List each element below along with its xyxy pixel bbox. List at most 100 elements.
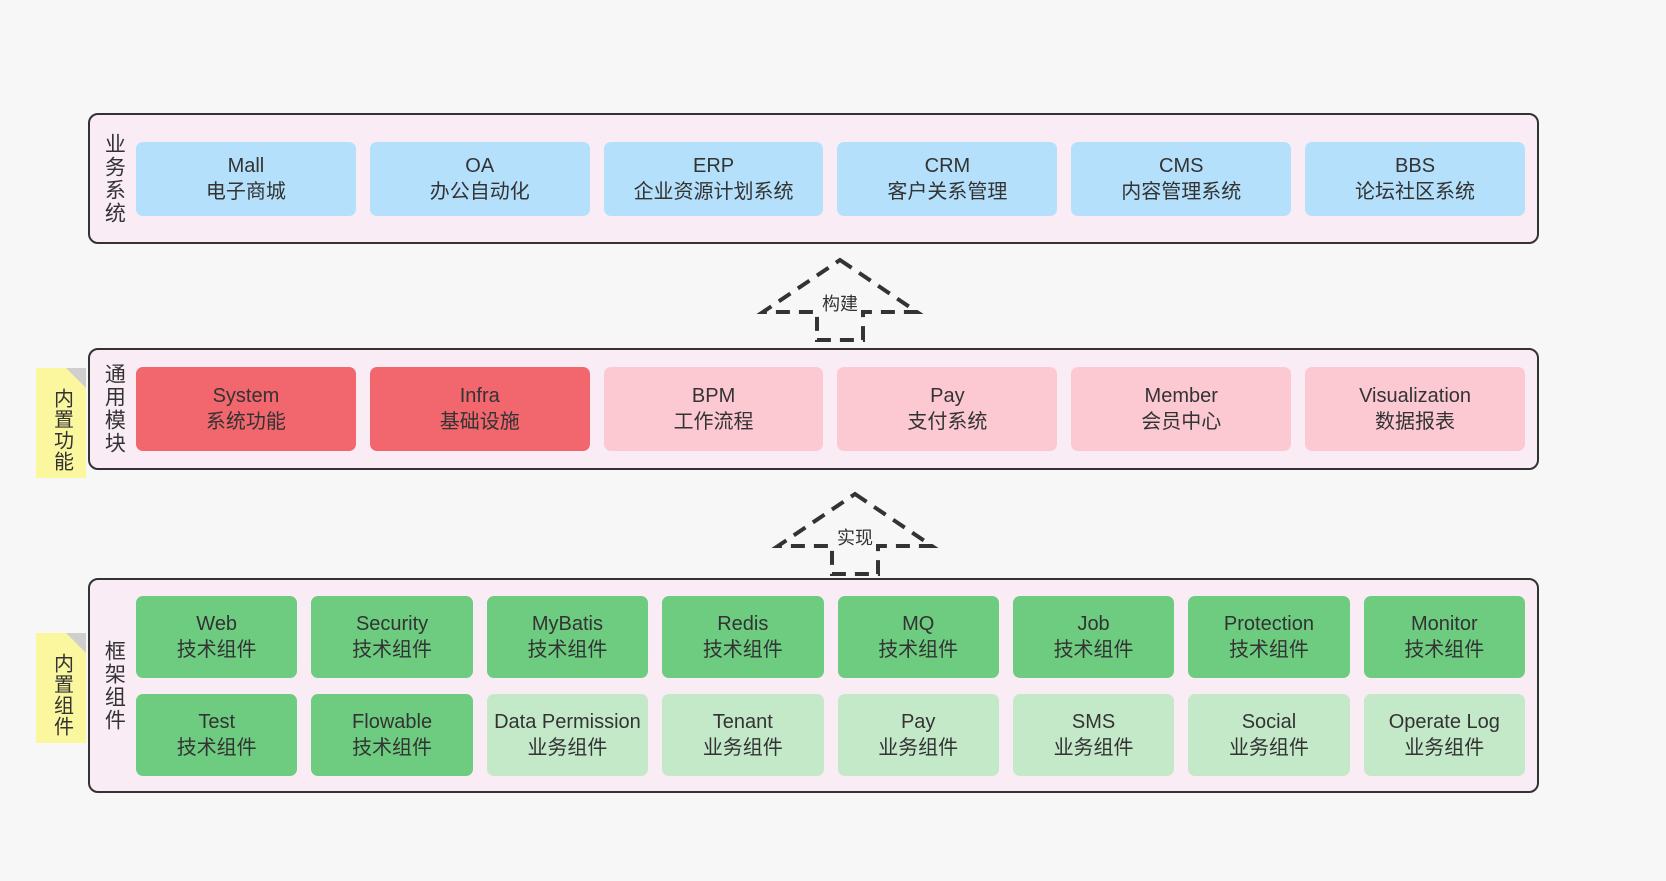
box-mq[interactable]: MQ 技术组件: [837, 595, 999, 678]
box-monitor-subtitle: 技术组件: [1404, 638, 1485, 661]
box-infra-title: Infra: [459, 385, 500, 407]
box-bpm-subtitle: 工作流程: [673, 411, 754, 433]
box-visualization[interactable]: Visualization 数据报表: [1305, 367, 1525, 451]
box-social[interactable]: Social 业务组件: [1188, 693, 1350, 776]
box-pay-component-title: Pay: [900, 710, 936, 733]
box-protection-subtitle: 技术组件: [1228, 638, 1309, 661]
box-mybatis-subtitle: 技术组件: [527, 638, 608, 661]
box-redis-subtitle: 技术组件: [702, 638, 783, 661]
box-crm[interactable]: CRM 客户关系管理: [837, 141, 1058, 216]
implement-arrow-icon: [771, 491, 939, 576]
framework-business-row: Test 技术组件 Flowable 技术组件 Data Permission …: [136, 693, 1525, 776]
layer-framework-component-label: 框架组件: [102, 639, 126, 732]
box-erp[interactable]: ERP 企业资源计划系统: [603, 141, 824, 216]
box-operate-log[interactable]: Operate Log 业务组件: [1363, 693, 1525, 776]
box-system-subtitle: 系统功能: [205, 411, 286, 433]
common-module-row: System 系统功能 Infra 基础设施 BPM 工作流程 Pay 支付系统…: [136, 367, 1525, 451]
box-web[interactable]: Web 技术组件: [136, 595, 298, 678]
box-erp-title: ERP: [693, 154, 735, 177]
layer-business-system-label: 业务系统: [102, 132, 126, 225]
box-test[interactable]: Test 技术组件: [136, 693, 298, 776]
box-pay-module[interactable]: Pay 支付系统: [837, 367, 1058, 451]
box-job[interactable]: Job 技术组件: [1012, 595, 1175, 678]
box-web-title: Web: [196, 612, 238, 635]
note-builtin-function-label: 内置功能: [50, 388, 73, 472]
connector-build: 构建: [756, 256, 924, 342]
box-flowable-title: Flowable: [352, 710, 433, 733]
box-flowable[interactable]: Flowable 技术组件: [311, 693, 473, 776]
box-cms-subtitle: 内容管理系统: [1121, 180, 1242, 203]
box-crm-title: CRM: [924, 154, 971, 177]
box-oa[interactable]: OA 办公自动化: [369, 141, 590, 216]
box-tenant-title: Tenant: [712, 710, 773, 733]
box-monitor[interactable]: Monitor 技术组件: [1363, 595, 1525, 678]
box-pay-component[interactable]: Pay 业务组件: [837, 693, 999, 776]
box-mq-title: MQ: [902, 612, 935, 635]
layer-framework-component: 框架组件 Web 技术组件 Security 技术组件 MyBatis 技术组件…: [88, 578, 1539, 793]
box-social-title: Social: [1241, 710, 1297, 733]
box-bbs[interactable]: BBS 论坛社区系统: [1305, 141, 1525, 216]
box-system[interactable]: System 系统功能: [136, 367, 356, 451]
note-builtin-component-label: 内置组件: [50, 653, 73, 737]
box-security[interactable]: Security 技术组件: [311, 595, 473, 678]
layer-common-module: 通用模块 System 系统功能 Infra 基础设施 BPM 工作流程 Pay: [88, 348, 1539, 470]
layer-framework-component-body: Web 技术组件 Security 技术组件 MyBatis 技术组件 Redi…: [136, 580, 1537, 791]
box-bbs-subtitle: 论坛社区系统: [1355, 180, 1476, 203]
box-pay-module-title: Pay: [930, 385, 965, 407]
box-mall-subtitle: 电子商城: [205, 180, 286, 203]
box-social-subtitle: 业务组件: [1228, 736, 1309, 759]
box-system-title: System: [212, 385, 280, 407]
box-crm-subtitle: 客户关系管理: [887, 180, 1008, 203]
box-protection[interactable]: Protection 技术组件: [1188, 595, 1350, 678]
box-cms-title: CMS: [1159, 154, 1204, 177]
box-oa-title: OA: [465, 154, 495, 177]
layer-business-system: 业务系统 Mall 电子商城 OA 办公自动化 ERP 企业资源计划系统 CRM: [88, 113, 1539, 244]
box-data-permission-subtitle: 业务组件: [527, 736, 608, 759]
box-pay-module-subtitle: 支付系统: [907, 411, 988, 433]
box-mq-subtitle: 技术组件: [878, 638, 959, 661]
box-security-subtitle: 技术组件: [352, 638, 433, 661]
box-data-permission-title: Data Permission: [494, 710, 641, 733]
box-infra-subtitle: 基础设施: [439, 411, 520, 433]
box-oa-subtitle: 办公自动化: [429, 180, 530, 203]
box-sms[interactable]: SMS 业务组件: [1012, 693, 1175, 776]
box-tenant[interactable]: Tenant 业务组件: [662, 693, 824, 776]
box-test-title: Test: [198, 710, 236, 733]
framework-tech-row: Web 技术组件 Security 技术组件 MyBatis 技术组件 Redi…: [136, 595, 1525, 678]
box-flowable-subtitle: 技术组件: [352, 736, 433, 759]
box-mybatis-title: MyBatis: [531, 612, 603, 635]
layer-common-module-label: 通用模块: [102, 363, 126, 455]
box-mall[interactable]: Mall 电子商城: [136, 141, 356, 216]
layer-common-module-body: System 系统功能 Infra 基础设施 BPM 工作流程 Pay 支付系统…: [136, 350, 1537, 468]
box-redis[interactable]: Redis 技术组件: [662, 595, 824, 678]
box-job-title: Job: [1077, 612, 1110, 635]
box-infra[interactable]: Infra 基础设施: [369, 367, 590, 451]
box-member[interactable]: Member 会员中心: [1071, 367, 1292, 451]
build-arrow-icon: [756, 257, 924, 342]
note-builtin-component: 内置组件: [36, 633, 86, 743]
box-sms-title: SMS: [1071, 710, 1116, 733]
box-member-subtitle: 会员中心: [1141, 411, 1222, 433]
box-cms[interactable]: CMS 内容管理系统: [1071, 141, 1292, 216]
box-operate-log-title: Operate Log: [1388, 710, 1500, 733]
box-visualization-title: Visualization: [1359, 385, 1472, 407]
connector-implement: 实现: [771, 490, 939, 576]
box-pay-component-subtitle: 业务组件: [878, 736, 959, 759]
box-bpm-title: BPM: [691, 385, 736, 407]
box-data-permission[interactable]: Data Permission 业务组件: [486, 693, 649, 776]
business-system-row: Mall 电子商城 OA 办公自动化 ERP 企业资源计划系统 CRM 客户关系…: [136, 141, 1525, 216]
box-monitor-title: Monitor: [1410, 612, 1478, 635]
box-job-subtitle: 技术组件: [1053, 638, 1134, 661]
connector-implement-label: 实现: [834, 524, 876, 550]
note-builtin-function: 内置功能: [36, 368, 86, 478]
box-mall-title: Mall: [227, 154, 265, 177]
box-sms-subtitle: 业务组件: [1053, 736, 1134, 759]
box-test-subtitle: 技术组件: [176, 736, 257, 759]
box-member-title: Member: [1144, 385, 1218, 407]
box-mybatis[interactable]: MyBatis 技术组件: [486, 595, 649, 678]
box-bbs-title: BBS: [1395, 154, 1436, 177]
box-tenant-subtitle: 业务组件: [702, 736, 783, 759]
box-bpm[interactable]: BPM 工作流程: [603, 367, 824, 451]
box-protection-title: Protection: [1223, 612, 1314, 635]
box-operate-log-subtitle: 业务组件: [1404, 736, 1485, 759]
